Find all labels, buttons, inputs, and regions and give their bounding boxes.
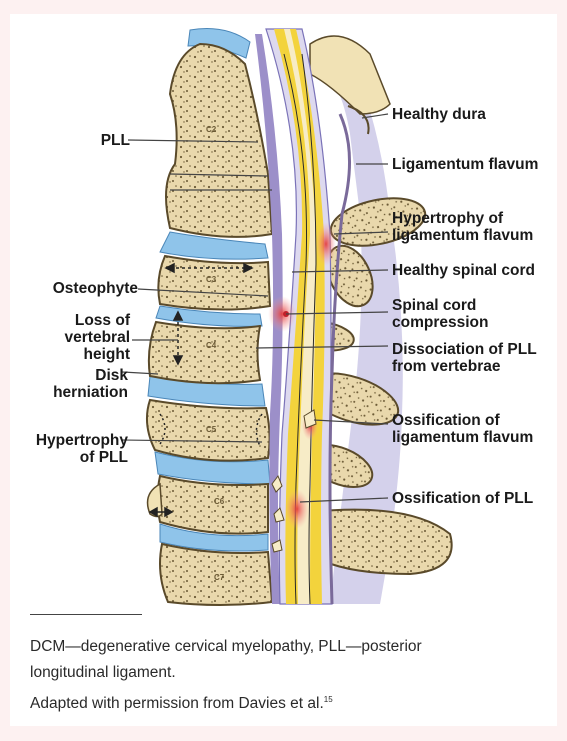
label-c5: C5 <box>206 425 217 434</box>
label-ligamentum-flavum: Ligamentum flavum <box>392 156 538 173</box>
caption-divider <box>30 614 142 615</box>
caption-abbreviations: DCM—degenerative cervical myelopathy, PL… <box>30 637 422 683</box>
label-hypertrophy-of-pll: Hypertrophy of PLL <box>18 432 128 466</box>
label-osteophyte: Osteophyte <box>28 280 138 297</box>
label-ossification-of-pll: Ossification of PLL <box>392 490 533 507</box>
label-healthy-dura: Healthy dura <box>392 106 486 123</box>
label-c4: C4 <box>206 341 217 350</box>
label-c7: C7 <box>214 573 225 582</box>
label-disk-herniation: Disk herniation <box>28 367 128 401</box>
label-healthy-spinal-cord: Healthy spinal cord <box>392 262 535 279</box>
label-c3: C3 <box>206 275 217 284</box>
vertebra-c6 <box>158 476 269 534</box>
label-dissociation-of-pll: Dissociation of PLL from vertebrae <box>392 341 537 375</box>
label-spinal-cord-compression: Spinal cord compression <box>392 297 488 331</box>
figure-card: C2 C3 C4 C5 C6 C7 PLL Osteophyte <box>10 14 557 726</box>
caption-source: Adapted with permission from Davies et a… <box>30 694 333 714</box>
label-c6: C6 <box>214 497 225 506</box>
vertebra-c4 <box>149 322 260 383</box>
reference-number: 15 <box>324 695 333 704</box>
label-hypertrophy-of-ligamentum-flavum: Hypertrophy of ligamentum flavum <box>392 210 533 244</box>
label-ossification-of-ligamentum-flavum: Ossification of ligamentum flavum <box>392 412 533 446</box>
label-loss-of-vertebral-height: Loss of vertebral height <box>28 312 130 363</box>
label-c2: C2 <box>206 125 217 134</box>
label-pll: PLL <box>72 132 130 149</box>
